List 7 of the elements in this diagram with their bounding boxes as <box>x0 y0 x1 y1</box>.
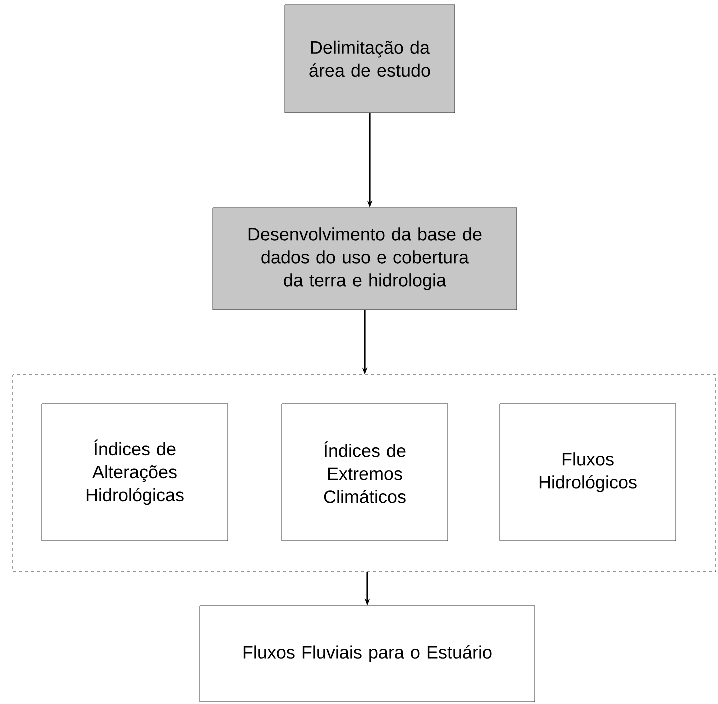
process-box: Fluxos Hidrológicos <box>500 404 676 542</box>
process-box: Fluxos Fluviais para o Estuário <box>200 606 536 702</box>
dashed-group-frame <box>12 374 716 572</box>
process-box: Índices de Extremos Climáticos <box>282 404 448 542</box>
process-box: Desenvolvimento da base de dados do uso e cobertura da terra e hidrologia <box>212 208 518 310</box>
process-box: Índices de Alterações Hidrológicas <box>42 404 228 542</box>
process-box: Delimitação da área de estudo <box>284 4 456 114</box>
